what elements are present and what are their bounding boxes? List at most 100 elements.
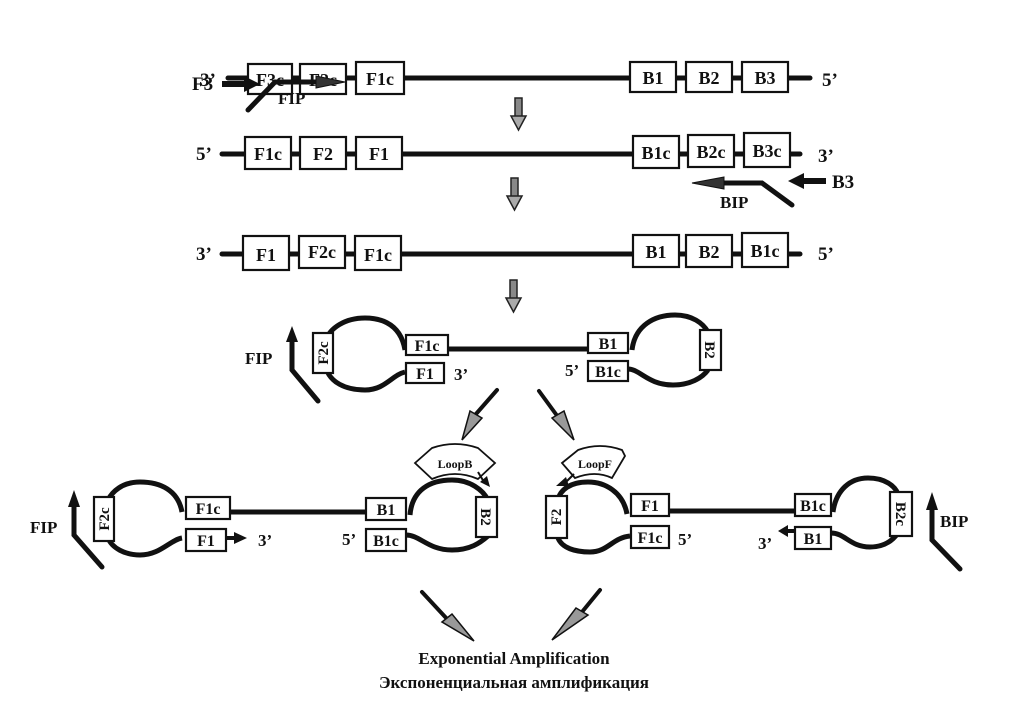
extension-arrowhead-icon: [234, 532, 247, 544]
f3-arrowhead-icon: [244, 76, 260, 92]
loopf-arrowhead-icon: [556, 477, 569, 486]
step-arrow-3: [504, 279, 523, 314]
svg-text:F1c: F1c: [196, 501, 221, 518]
svg-text:F1c: F1c: [254, 144, 282, 164]
dumbbell-box-b1c: B1c: [586, 359, 630, 383]
split-arrow-left: [461, 388, 499, 441]
loopb-primer: LoopB: [413, 443, 497, 487]
row3-box-b1c: B1c: [740, 231, 790, 269]
svg-text:B1c: B1c: [373, 533, 399, 550]
fip-primer-dumbbell: FIP: [245, 326, 321, 404]
row3-strand: 3’ F1 F2c F1c B1 B2 B1c 5’: [196, 231, 834, 272]
fip-primer-row1: FIP: [245, 75, 346, 113]
dumbbell-box-f1: F1: [404, 361, 446, 385]
svg-text:F2c: F2c: [97, 507, 113, 531]
row3-box-b2: B2: [684, 233, 734, 269]
svg-text:F1: F1: [641, 498, 659, 515]
bip-up-arrowhead-icon: [926, 492, 938, 510]
row2-box-f1: F1: [354, 135, 404, 171]
left-product-box-b2: B2: [474, 495, 499, 539]
svg-text:F2c: F2c: [316, 341, 332, 365]
dumbbell-right-end-label: 5’: [565, 361, 579, 380]
svg-text:B2: B2: [701, 341, 717, 359]
svg-text:B1: B1: [599, 336, 618, 353]
svg-text:B1c: B1c: [800, 498, 826, 515]
step-arrow-2: [505, 177, 524, 212]
right-product-box-b2c: B2c: [888, 490, 914, 538]
left-product-box-b1c: B1c: [364, 527, 408, 553]
row2-left-end-label: 5’: [196, 144, 212, 165]
bip-arrowhead-icon: [691, 176, 725, 190]
right-product-box-b1: B1: [793, 525, 833, 551]
bip-primer-right-product: BIP: [926, 492, 968, 572]
row1-box-b1: B1: [628, 60, 678, 94]
right-product-box-b1c: B1c: [793, 492, 833, 518]
svg-text:B2c: B2c: [697, 142, 726, 162]
row3-right-end-label: 5’: [818, 244, 834, 265]
svg-text:F1c: F1c: [366, 69, 394, 89]
row1-strand: 3’ F3c F2c F1c B1 B2 B3 5’: [200, 60, 838, 96]
fip-primer-left-product: FIP: [30, 490, 105, 570]
row3-box-b1: B1: [631, 233, 681, 269]
bip-primer-row2: BIP: [691, 176, 795, 212]
svg-text:F1: F1: [256, 245, 276, 265]
svg-text:F1: F1: [416, 366, 434, 383]
bip-label-row2: BIP: [720, 193, 748, 212]
row2-right-end-label: 3’: [818, 146, 834, 167]
f3-primer: F3: [192, 74, 260, 95]
left-product-left-end-label: 3’: [258, 531, 272, 550]
svg-text:B3: B3: [754, 68, 775, 88]
dumbbell-box-b2: B2: [698, 328, 723, 372]
left-product-right-end-label: 5’: [342, 530, 356, 549]
row1-box-b3: B3: [740, 60, 790, 94]
svg-text:F2: F2: [549, 509, 565, 526]
loopb-label: LoopB: [438, 457, 473, 471]
fip-up-arrowhead-icon: [68, 490, 80, 507]
svg-text:B2c: B2c: [892, 502, 908, 527]
loopf-label: LoopF: [578, 457, 612, 471]
dumbbell-box-f2c: F2c: [311, 331, 335, 375]
loopb-arrowhead-icon: [480, 476, 490, 487]
left-product: FIP F2c F1c F1 3’ 5’ B1 B1c B2 LoopB: [30, 443, 499, 570]
right-product: LoopF F2 F1 F1c 5’ B1c B1 3’ B2c BIP: [544, 445, 968, 572]
svg-text:F2c: F2c: [308, 242, 336, 262]
svg-text:B1: B1: [377, 502, 396, 519]
right-product-box-f1: F1: [629, 492, 671, 518]
f3-label: F3: [192, 74, 213, 95]
svg-text:B1c: B1c: [642, 143, 671, 163]
svg-text:B1: B1: [645, 242, 666, 262]
row1-right-end-label: 5’: [822, 70, 838, 91]
converge-arrow-right: [551, 588, 602, 641]
split-arrow-right: [537, 389, 575, 441]
row2-box-f2: F2: [298, 135, 348, 171]
caption-russian: Экспоненциальная амплификация: [379, 673, 649, 692]
row1-box-f1c: F1c: [354, 60, 406, 96]
svg-text:F1: F1: [197, 533, 215, 550]
row3-box-f2c: F2c: [297, 234, 347, 270]
row2-box-b3c: B3c: [742, 131, 792, 169]
fip-arrowhead-icon: [315, 75, 346, 89]
row2-box-b2c: B2c: [686, 133, 736, 169]
left-product-box-f1: F1: [184, 527, 228, 553]
extension-arrowhead-icon: [778, 525, 788, 537]
dumbbell-box-b1: B1: [586, 331, 630, 355]
svg-text:B2: B2: [698, 68, 719, 88]
svg-text:F1c: F1c: [415, 338, 440, 355]
dumbbell-left-end-label: 3’: [454, 365, 468, 384]
dumbbell-box-f1c: F1c: [404, 333, 450, 357]
dumbbell-structure: FIP F2c F1c F1 3’ 5’ B1 B1c B2: [245, 312, 723, 404]
right-product-box-f2: F2: [544, 494, 569, 540]
b3-primer: B3: [788, 172, 854, 193]
left-product-box-f2c: F2c: [92, 495, 116, 543]
row2-box-f1c: F1c: [243, 135, 293, 171]
loopf-primer: LoopF: [556, 445, 627, 486]
svg-text:B1: B1: [804, 531, 823, 548]
svg-text:F1: F1: [369, 144, 389, 164]
right-product-right-end-label: 3’: [758, 534, 772, 553]
row3-left-end-label: 3’: [196, 244, 212, 265]
svg-text:F2: F2: [313, 144, 333, 164]
row1-box-b2: B2: [684, 60, 734, 94]
right-product-box-f1c: F1c: [629, 524, 671, 550]
svg-text:B1c: B1c: [595, 364, 621, 381]
